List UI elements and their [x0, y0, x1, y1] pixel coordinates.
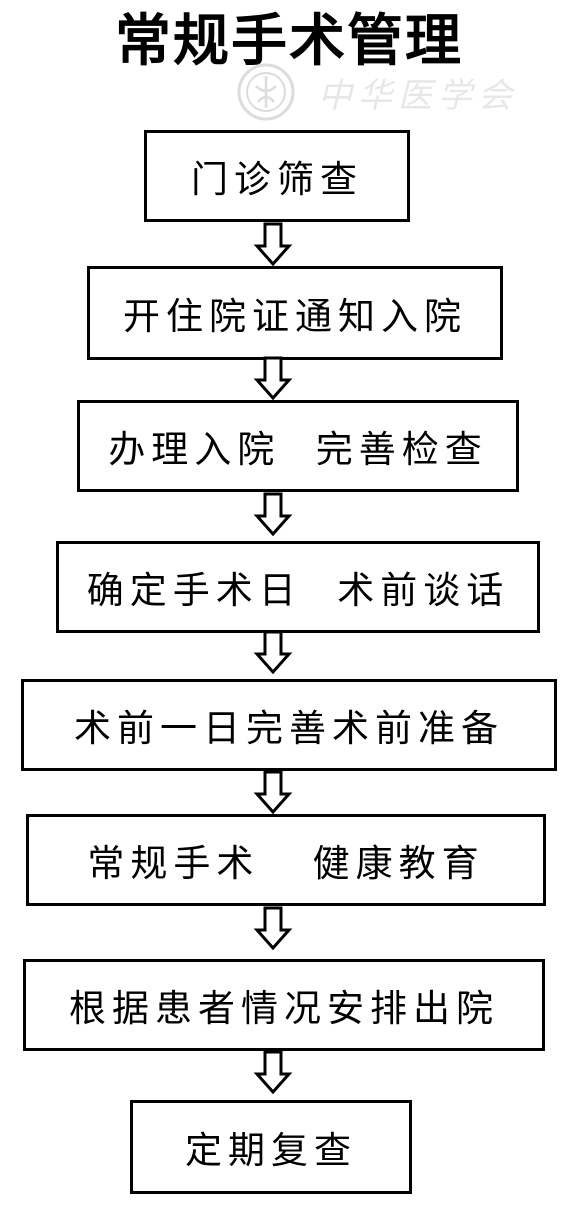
step-surgery-date-consult: 确定手术日 术前谈话 — [56, 541, 540, 633]
down-arrow-icon — [253, 630, 293, 674]
step-admission-exams: 办理入院 完善检查 — [77, 400, 519, 492]
down-arrow-icon — [253, 770, 293, 814]
step-outpatient-screening: 门诊筛查 — [144, 130, 410, 222]
watermark: 中华医学会 — [236, 62, 526, 122]
page-title: 常规手术管理 — [115, 9, 463, 74]
down-arrow-icon — [253, 492, 293, 536]
watermark-text: 中华医学会 — [318, 76, 518, 116]
step-preop-preparation: 术前一日完善术前准备 — [21, 679, 557, 771]
down-arrow-icon — [253, 222, 293, 266]
seal-icon — [237, 63, 295, 121]
down-arrow-icon — [253, 1050, 293, 1094]
down-arrow-icon — [253, 906, 293, 950]
down-arrow-icon — [253, 356, 293, 400]
step-regular-followup: 定期复查 — [130, 1100, 412, 1194]
step-discharge: 根据患者情况安排出院 — [23, 959, 545, 1051]
step-surgery-education: 常规手术 健康教育 — [26, 814, 546, 906]
step-admission-notice: 开住院证通知入院 — [87, 266, 503, 360]
